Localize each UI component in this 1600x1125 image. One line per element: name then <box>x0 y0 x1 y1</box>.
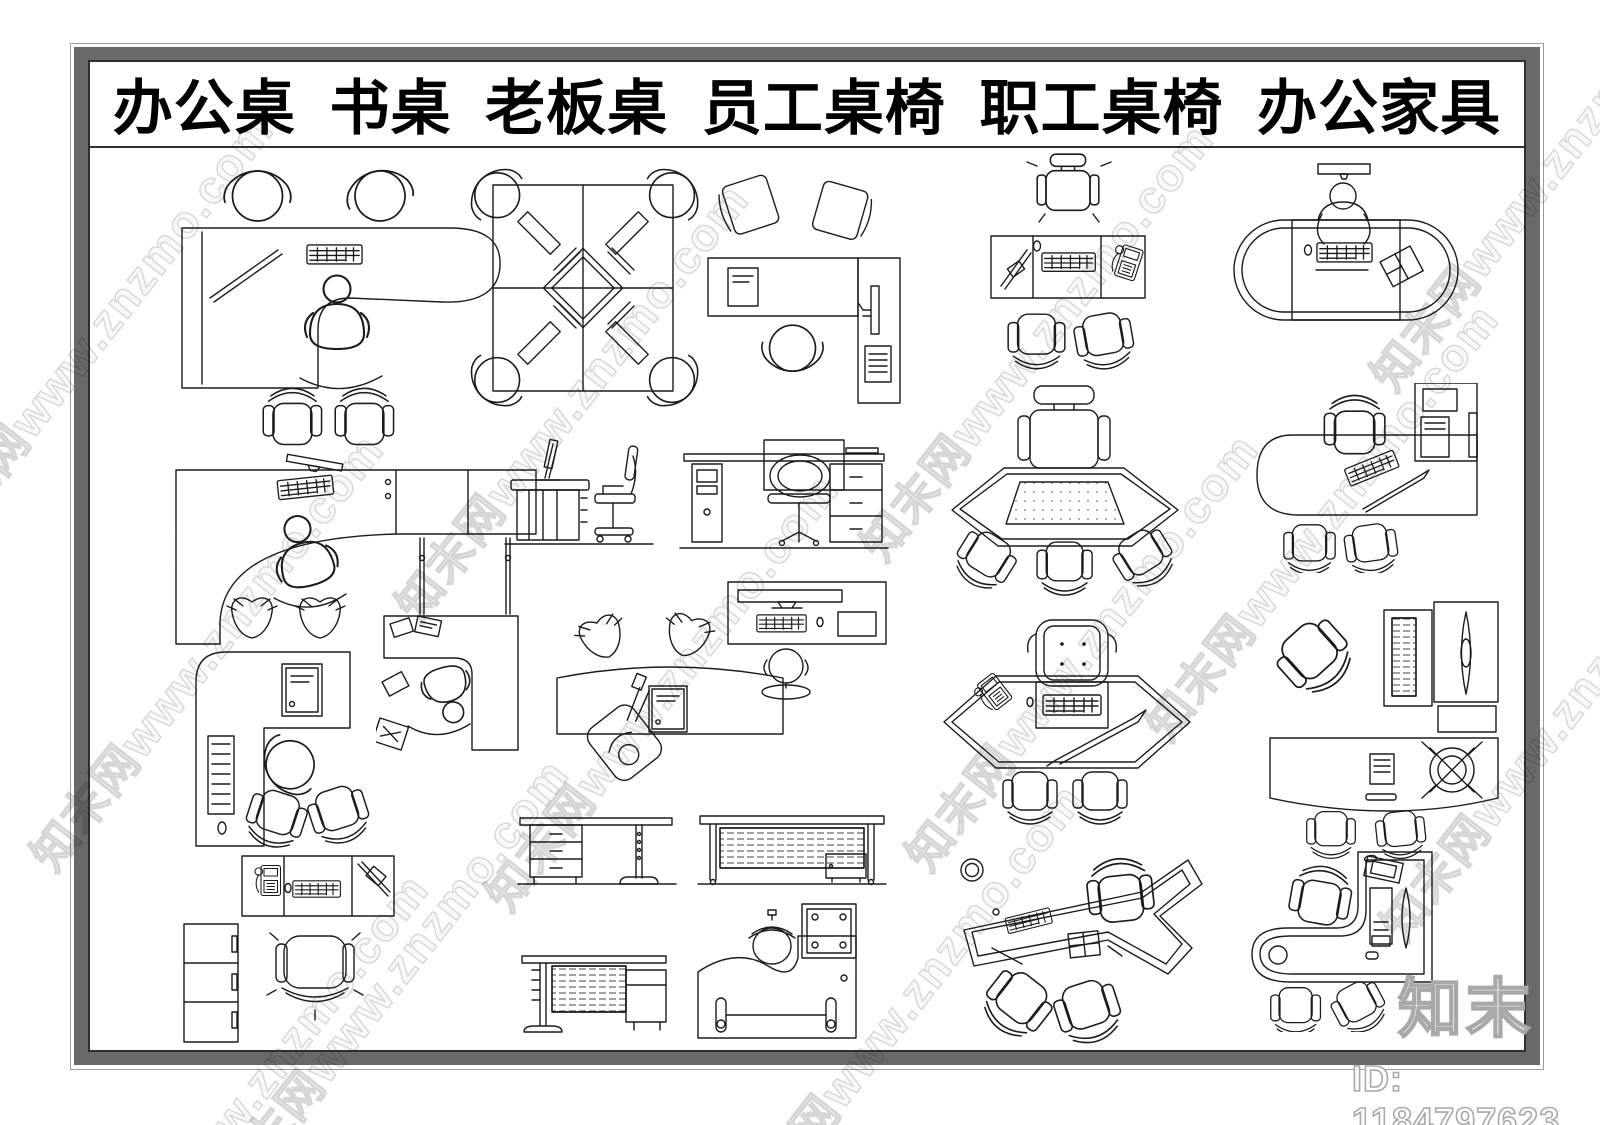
block-oval-desk-with-standing-person <box>1222 158 1470 328</box>
block-desk-elevation-with-cabinet <box>518 948 670 1040</box>
sheet-outer-border <box>70 43 1544 1070</box>
block-t-shaped-desk-with-side-return <box>703 168 905 408</box>
block-four-person-workstation-cluster <box>459 160 710 418</box>
block-l-desk-with-plants <box>186 597 372 855</box>
block-executive-p-shaped-desk-with-person <box>150 163 520 420</box>
block-rounded-l-reception-desk <box>1240 848 1436 1032</box>
block-front-elevation-computer-desk <box>678 438 890 556</box>
block-v-shaped-desk-set <box>956 854 1206 1050</box>
block-angled-desk-with-tufted-chair <box>938 618 1196 825</box>
block-side-elevation-desk-and-chair <box>503 432 658 554</box>
block-manager-desk-with-guest-chairs <box>983 153 1155 375</box>
block-reception-counter-with-stool <box>694 902 862 1042</box>
block-desk-elevation-with-mesh-panel <box>696 812 888 888</box>
block-desk-with-file-cabinet-and-chair <box>182 852 400 1048</box>
block-l-desk-with-side-cabinet <box>1243 383 1501 573</box>
block-angled-executive-desk-set <box>946 382 1183 598</box>
block-desk-with-fan-and-monitor-panel <box>1267 598 1510 862</box>
block-l-shaped-workstation-with-person <box>158 387 543 656</box>
block-desk-elevation-with-drawers <box>516 812 678 888</box>
block-curved-desk-with-lounge-person <box>545 609 795 794</box>
block-corner-desk-with-person <box>376 608 528 758</box>
block-monitor-workstation-top-view <box>726 580 890 704</box>
page-title: 办公桌 书桌 老板桌 员工桌椅 职工桌椅 办公家具 <box>112 74 1502 142</box>
sheet-inner-area <box>88 60 1526 1052</box>
title-bar: 办公桌 书桌 老板桌 员工桌椅 职工桌椅 办公家具 <box>88 60 1526 148</box>
